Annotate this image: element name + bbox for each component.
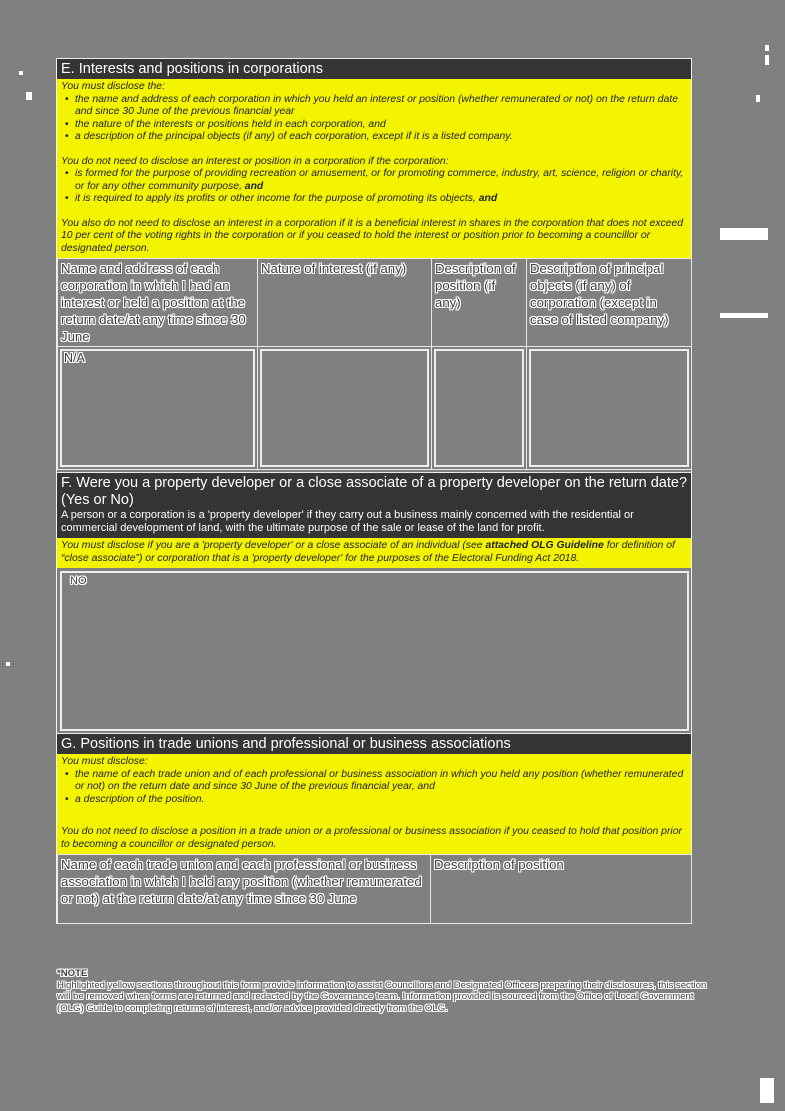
must-disclose-intro: You must disclose: xyxy=(61,756,148,767)
list-item: is formed for the purpose of providing r… xyxy=(65,168,687,193)
list-item: a description of the principal objects (… xyxy=(65,131,687,144)
column-header: Name and address of each corporation in … xyxy=(57,258,258,347)
property-developer-answer-field[interactable]: NO xyxy=(60,571,689,731)
scan-artifact xyxy=(720,228,768,240)
scan-artifact xyxy=(765,55,769,65)
must-disclose-list: the name and address of each corporation… xyxy=(61,94,687,144)
scan-artifact xyxy=(19,71,23,75)
scan-artifact xyxy=(765,45,769,51)
list-item: it is required to apply its profits or o… xyxy=(65,193,687,206)
section-g-guidance: You must disclose: the name of each trad… xyxy=(57,754,691,854)
trade-unions-table: Name of each trade union and each profes… xyxy=(57,854,692,924)
exempt-intro: You do not need to disclose an interest … xyxy=(61,155,449,167)
section-e-guidance: You must disclose the: the name and addr… xyxy=(57,79,691,258)
table-header-row: Name and address of each corporation in … xyxy=(57,258,692,347)
scan-artifact xyxy=(26,92,32,100)
olg-guideline-reference: attached OLG Guideline xyxy=(485,540,604,551)
scan-artifact xyxy=(720,313,768,318)
scan-artifact xyxy=(756,95,760,102)
nature-of-interest-field[interactable] xyxy=(260,349,429,467)
corporation-name-field[interactable]: N/A xyxy=(60,349,255,467)
column-header: Description of position (if any) xyxy=(431,258,527,347)
list-item: a description of the position. xyxy=(65,794,687,807)
must-disclose-intro: You must disclose the: xyxy=(61,81,165,92)
table-row: N/A xyxy=(57,346,692,470)
section-e-title: E. Interests and positions in corporatio… xyxy=(61,61,323,77)
section-g-title: G. Positions in trade unions and profess… xyxy=(61,736,511,752)
column-header[interactable]: Description of position xyxy=(430,854,692,924)
position-description-field[interactable] xyxy=(434,349,524,467)
list-item: the name of each trade union and of each… xyxy=(65,769,687,794)
note-block: *NOTE Highlighted yellow sections throug… xyxy=(57,968,717,1014)
note-title: *NOTE xyxy=(57,968,88,979)
section-f-title: F. Were you a property developer or a cl… xyxy=(61,475,688,508)
section-f-header: F. Were you a property developer or a cl… xyxy=(57,472,691,538)
list-item: the name and address of each corporation… xyxy=(65,94,687,119)
column-header: Description of principal objects (if any… xyxy=(526,258,692,347)
disclosure-form: E. Interests and positions in corporatio… xyxy=(56,58,692,924)
scan-artifact xyxy=(6,662,10,666)
note-body: Highlighted yellow sections throughout t… xyxy=(57,979,707,1014)
corporations-table: Name and address of each corporation in … xyxy=(57,258,692,470)
column-header[interactable]: Name of each trade union and each profes… xyxy=(57,854,431,924)
section-g-header: G. Positions in trade unions and profess… xyxy=(57,733,691,754)
exempt-text: You do not need to disclose a position i… xyxy=(61,826,682,850)
scan-artifact xyxy=(760,1078,774,1103)
table-header-row: Name of each trade union and each profes… xyxy=(57,854,692,924)
column-header: Nature of interest (if any) xyxy=(257,258,432,347)
principal-objects-field[interactable] xyxy=(529,349,689,467)
exempt-list: is formed for the purpose of providing r… xyxy=(61,168,687,206)
section-e-header: E. Interests and positions in corporatio… xyxy=(57,58,691,79)
must-disclose-list: the name of each trade union and of each… xyxy=(61,769,687,807)
list-item: the nature of the interests or positions… xyxy=(65,119,687,132)
property-developer-definition: A person or a corporation is a 'property… xyxy=(61,509,634,534)
section-f-guidance: You must disclose if you are a 'property… xyxy=(57,538,691,568)
also-exempt-text: You also do not need to disclose an inte… xyxy=(61,217,684,254)
